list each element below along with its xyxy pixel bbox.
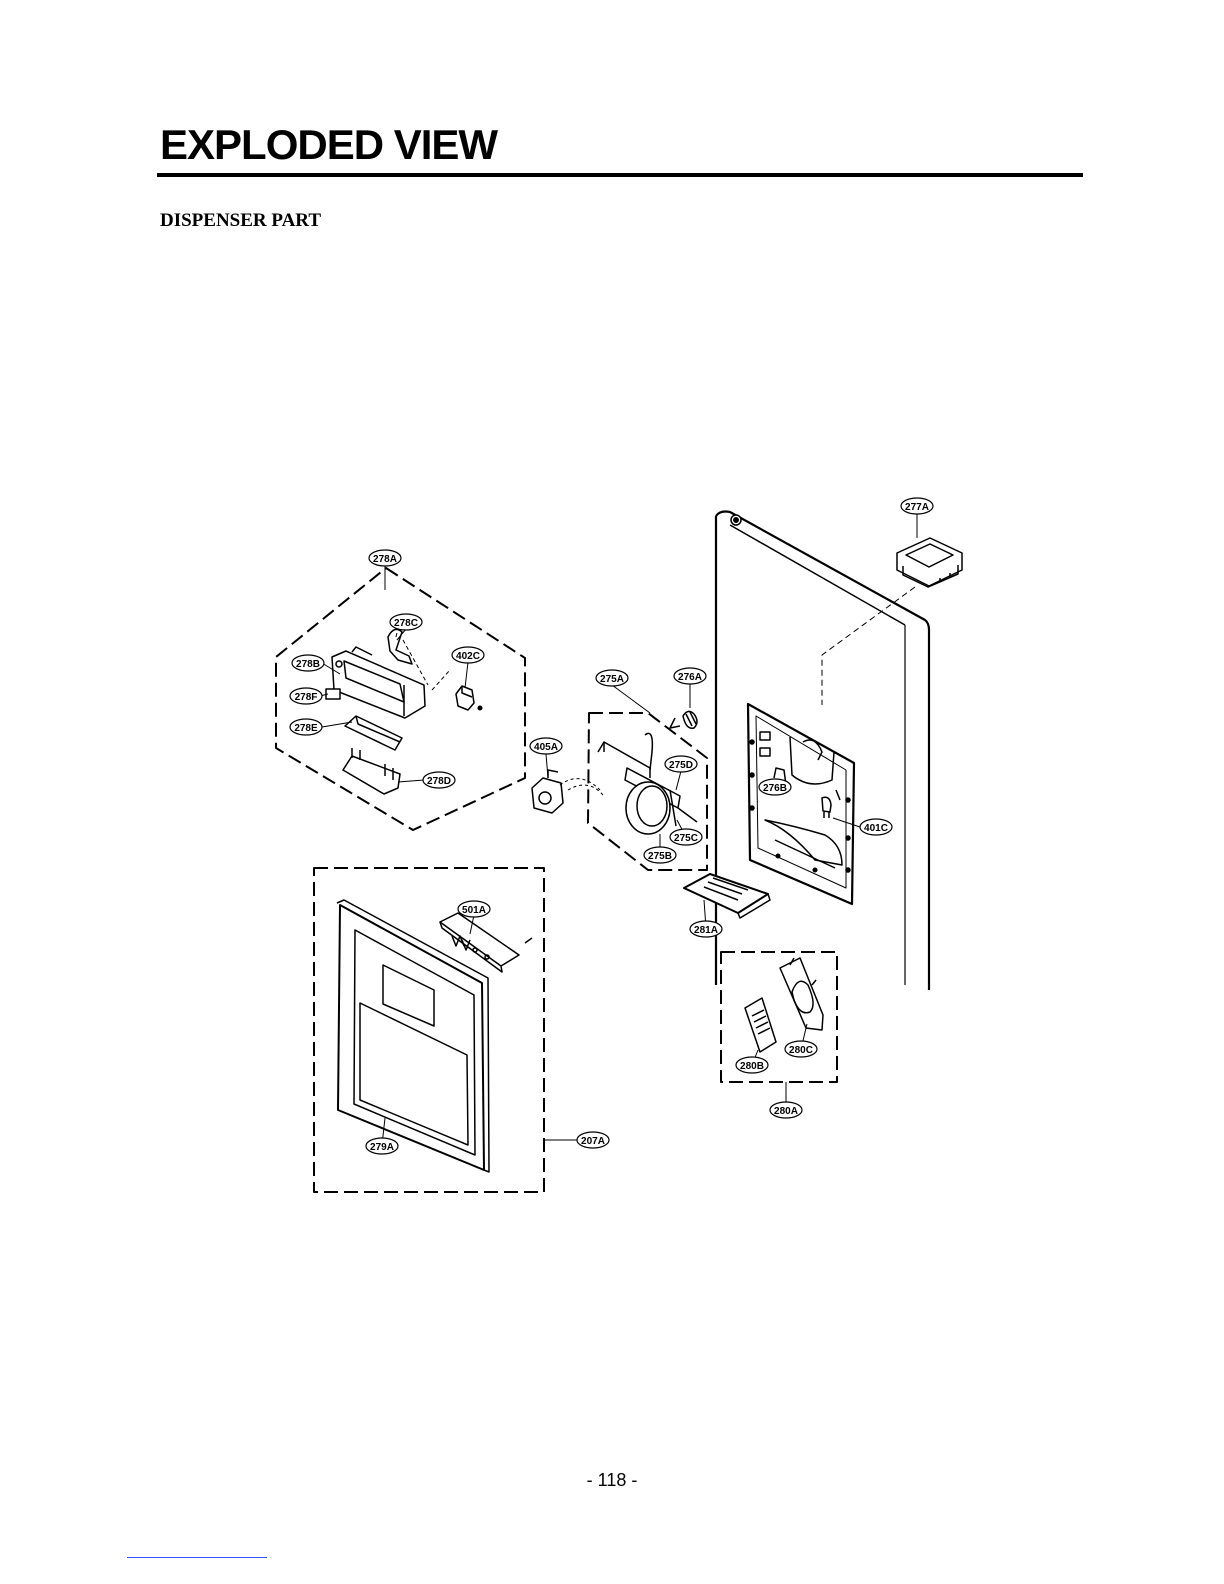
callout-277A: 277A xyxy=(901,498,933,514)
part-276A-shape xyxy=(670,711,697,728)
callout-280C: 280C xyxy=(785,1041,817,1057)
svg-text:281A: 281A xyxy=(694,925,718,936)
svg-text:278E: 278E xyxy=(294,723,318,734)
svg-text:278F: 278F xyxy=(295,692,318,703)
part-401C-shape xyxy=(822,790,840,818)
svg-text:501A: 501A xyxy=(462,905,486,916)
callout-280A: 280A xyxy=(770,1102,802,1118)
svg-text:276A: 276A xyxy=(678,672,702,683)
callout-501A: 501A xyxy=(458,901,490,917)
svg-text:277A: 277A xyxy=(905,502,929,513)
footer-link-underline xyxy=(127,1557,267,1558)
callout-278B: 278B xyxy=(292,655,324,671)
part-402C-shape xyxy=(456,686,482,710)
callout-280B: 280B xyxy=(736,1057,768,1073)
part-278C-shape xyxy=(388,629,412,664)
svg-text:278C: 278C xyxy=(394,618,418,629)
part-278F-shape xyxy=(326,689,340,699)
callout-278C: 278C xyxy=(390,614,422,630)
callout-278F: 278F xyxy=(290,688,322,704)
callout-275C: 275C xyxy=(670,829,702,845)
callout-207A: 207A xyxy=(577,1132,609,1148)
callout-278E: 278E xyxy=(290,719,322,735)
page-number: - 118 - xyxy=(0,1470,1224,1491)
svg-text:278D: 278D xyxy=(427,776,451,787)
part-281A-shape xyxy=(684,874,770,918)
callout-401C: 401C xyxy=(860,819,892,835)
callout-275B: 275B xyxy=(644,847,676,863)
svg-text:275C: 275C xyxy=(674,833,698,844)
part-275-shapes xyxy=(598,733,697,834)
part-277A-shape xyxy=(897,538,962,587)
dispenser-housing xyxy=(748,704,854,904)
svg-text:278B: 278B xyxy=(296,659,320,670)
svg-text:280A: 280A xyxy=(774,1106,798,1117)
part-278E-shape xyxy=(345,716,402,750)
svg-text:275B: 275B xyxy=(648,851,672,862)
callout-281A: 281A xyxy=(690,921,722,937)
callout-278D: 278D xyxy=(423,772,455,788)
callout-275A: 275A xyxy=(596,670,628,686)
callout-275D: 275D xyxy=(665,756,697,772)
callout-279A: 279A xyxy=(366,1138,398,1154)
callout-278A: 278A xyxy=(369,550,401,566)
callout-402C: 402C xyxy=(452,647,484,663)
callout-276A: 276A xyxy=(674,668,706,684)
svg-text:276B: 276B xyxy=(763,783,787,794)
svg-text:405A: 405A xyxy=(534,742,558,753)
part-278D-shape xyxy=(343,748,400,794)
part-280B-shape xyxy=(745,998,776,1052)
svg-text:278A: 278A xyxy=(373,554,397,565)
part-280C-shape xyxy=(780,958,823,1030)
part-501A-shape xyxy=(440,913,532,972)
svg-text:207A: 207A xyxy=(581,1136,605,1147)
svg-text:275A: 275A xyxy=(600,674,624,685)
svg-text:280B: 280B xyxy=(740,1061,764,1072)
svg-text:402C: 402C xyxy=(456,651,480,662)
svg-text:279A: 279A xyxy=(370,1142,394,1153)
svg-text:401C: 401C xyxy=(864,823,888,834)
svg-text:280C: 280C xyxy=(789,1045,813,1056)
callout-405A: 405A xyxy=(530,738,562,754)
part-278B-shape xyxy=(332,647,425,718)
callout-276B: 276B xyxy=(759,779,791,795)
svg-text:275D: 275D xyxy=(669,760,693,771)
